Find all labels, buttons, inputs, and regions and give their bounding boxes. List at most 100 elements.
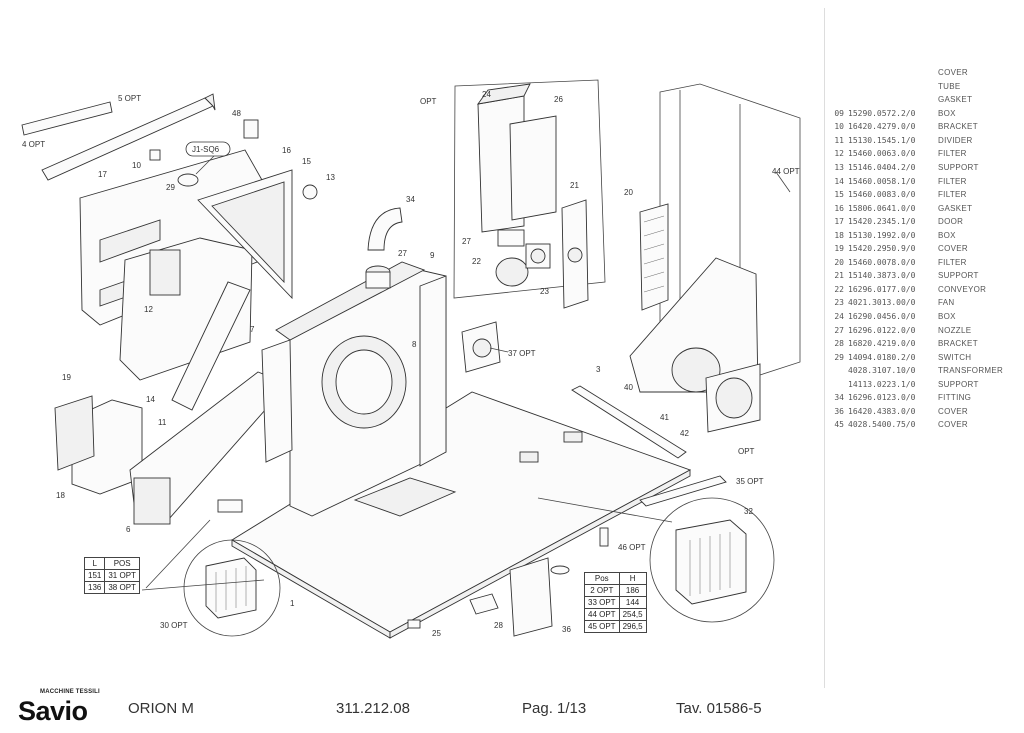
- part-position: 15: [834, 190, 844, 200]
- callout-27: 27: [398, 249, 407, 258]
- height-table-cell: 2 OPT: [584, 584, 620, 597]
- part-description: FITTING: [938, 393, 972, 403]
- part-position: 12: [834, 149, 844, 159]
- fitting-46-opt: [599, 527, 609, 547]
- part-code: [848, 39, 938, 53]
- part-code: 15140.3873.0/0: [848, 271, 916, 281]
- part-position: [828, 378, 848, 392]
- frame-7: [261, 339, 293, 463]
- elbow-34: [365, 207, 403, 289]
- part-position: [828, 53, 848, 67]
- height-table-cell: 186: [618, 584, 647, 597]
- duct-6: [129, 371, 289, 525]
- duct-11: [171, 281, 251, 411]
- parts-list-row: TUBE: [828, 80, 1018, 94]
- sq6-label-bubble: [185, 141, 231, 157]
- callout-34: 34: [406, 195, 415, 204]
- part-position: 24: [834, 312, 844, 322]
- callout-opt-right: OPT: [738, 447, 755, 456]
- part-code: 15806.0641.0/0: [848, 203, 916, 213]
- part-code: 15420.2345.1/0: [848, 217, 916, 227]
- length-table-cell: 151: [83, 569, 106, 582]
- part-description: [938, 53, 1018, 67]
- part-description: COVER: [938, 406, 968, 416]
- length-table-cell: 136: [83, 581, 106, 594]
- callout-42: 42: [680, 429, 689, 438]
- callout-44-opt: 44 OPT: [772, 167, 800, 176]
- part-description: COVER: [938, 244, 968, 254]
- part-code: 16296.0177.0/0: [848, 284, 916, 294]
- part-position: [828, 26, 848, 40]
- part-description: GASKET: [938, 203, 973, 213]
- part-description: [938, 39, 1018, 53]
- bracket-25: [407, 619, 421, 629]
- callout-j1-sq6: J1-SQ6: [192, 145, 220, 154]
- part-code: 15130.1992.0/0: [848, 230, 916, 240]
- header-code: [848, 12, 938, 26]
- callout-36: 36: [562, 625, 571, 634]
- height-table-cell: 33 OPT: [584, 596, 620, 609]
- header-desc: [938, 12, 1018, 26]
- callout-6: 6: [126, 525, 131, 534]
- part-description: SUPPORT: [938, 379, 979, 389]
- callout-1: 1: [290, 599, 295, 608]
- part-code: 16420.4279.0/0: [848, 122, 916, 132]
- part-code: [848, 53, 938, 67]
- callout-23: 23: [540, 287, 549, 296]
- height-table-cell: 44 OPT: [584, 608, 620, 621]
- height-table-cell: 45 OPT: [584, 620, 620, 633]
- part-position: 29: [834, 352, 844, 362]
- part-position: 16: [834, 203, 844, 213]
- brand-subtitle: MACCHINE TESSILI: [40, 689, 100, 695]
- part-position: [828, 93, 848, 107]
- rail-3: [571, 385, 687, 459]
- callout-11: 11: [158, 418, 167, 427]
- structure-frame-right: [639, 83, 801, 376]
- brand-logo: Savio: [18, 696, 88, 726]
- part-description: COVER: [938, 68, 968, 78]
- fan-detail-inset: [453, 79, 606, 309]
- part-position: 18: [834, 230, 844, 240]
- part-description: FILTER: [938, 149, 967, 159]
- part-description: [938, 26, 1018, 40]
- filter-frame-16: [197, 169, 293, 300]
- callout-9: 9: [430, 251, 435, 260]
- bracket-28-left: [217, 499, 243, 513]
- part-position: 23: [834, 298, 844, 308]
- support-40: [629, 257, 761, 433]
- parts-list-row: GASKET: [828, 93, 1018, 107]
- callout-32: 32: [744, 507, 753, 516]
- drawing-code: 311.212.08: [336, 700, 410, 717]
- callout-12: 12: [144, 305, 153, 314]
- part-description: BRACKET: [938, 339, 978, 349]
- part-description: DOOR: [938, 217, 964, 227]
- parts-list-row: [828, 53, 1018, 67]
- callout-21: 21: [570, 181, 579, 190]
- part-position: 34: [834, 393, 844, 403]
- parts-list-row: 16 15806.0641.0/0 GASKET: [828, 202, 1018, 216]
- part-code: 15460.0078.0/0: [848, 257, 916, 267]
- callout-24: 24: [482, 90, 491, 99]
- part-code: 15460.0083.0/0: [848, 190, 916, 200]
- length-table-cell: 38 OPT: [104, 581, 140, 594]
- part-code: 15130.1545.1/0: [848, 135, 916, 145]
- parts-list-row: [828, 39, 1018, 53]
- callout-19: 19: [62, 373, 71, 382]
- title-block: MACCHINE TESSILI Savio ORION M 311.212.0…: [0, 688, 1024, 728]
- part-description: TUBE: [938, 81, 961, 91]
- cover-36: [509, 557, 553, 637]
- height-table-header: H: [618, 572, 647, 585]
- callout-37-opt: 37 OPT: [508, 349, 536, 358]
- part-description: BOX: [938, 108, 956, 118]
- part-code: 15290.0572.2/0: [848, 108, 916, 118]
- part-position: 21: [834, 271, 844, 281]
